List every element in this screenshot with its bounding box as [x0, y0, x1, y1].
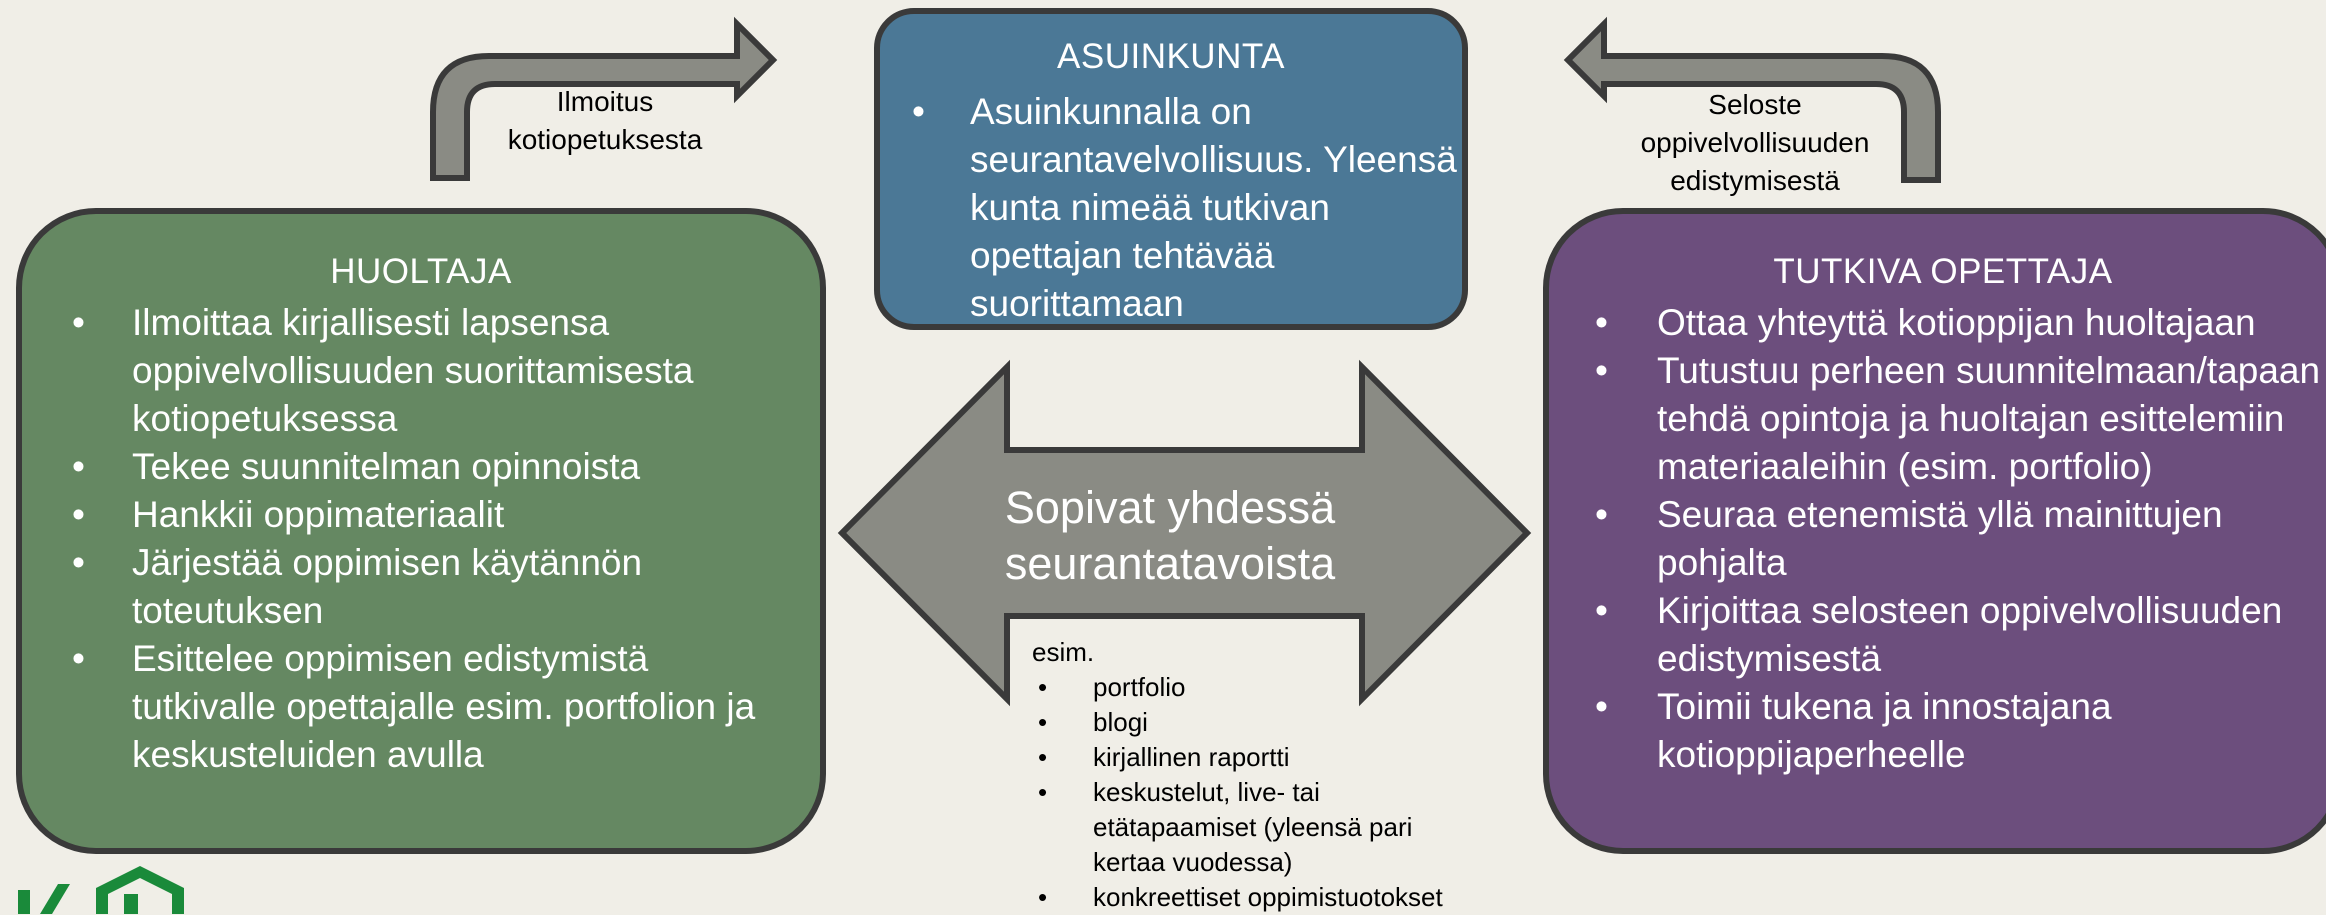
- tutkiva-opettaja-item: Tutustuu perheen suunnitelmaan/tapaan te…: [1549, 347, 2326, 491]
- tutkiva-opettaja-item: Ottaa yhteyttä kotioppijan huoltajaan: [1549, 299, 2326, 347]
- tutkiva-opettaja-item: Seuraa etenemistä yllä mainittujen pohja…: [1549, 491, 2326, 587]
- example-item: keskustelut, live- tai etätapaamiset (yl…: [1032, 775, 1472, 880]
- example-item: portfolio: [1032, 670, 1472, 705]
- examples-list: esim. portfolio blogi kirjallinen raport…: [1032, 635, 1472, 915]
- huoltaja-item: Järjestää oppimisen käytännön toteutukse…: [22, 539, 760, 635]
- example-item: kirjallinen raportti: [1032, 740, 1472, 775]
- example-item: konkreettiset oppimistuotokset: [1032, 880, 1472, 915]
- huoltaja-title: HUOLTAJA: [330, 252, 512, 291]
- asuinkunta-item: Asuinkunnalla on seurantavelvollisuus. Y…: [880, 88, 1462, 328]
- huoltaja-item: Hankkii oppimateriaalit: [22, 491, 760, 539]
- huoltaja-list: Ilmoittaa kirjallisesti lapsensa oppivel…: [22, 299, 820, 779]
- center-arrow-text: Sopivat yhdessä seurantatavoista: [1004, 482, 1336, 589]
- ilmoitus-label: Ilmoitus kotiopetuksesta: [507, 86, 703, 155]
- house-logo-icon: [18, 866, 184, 914]
- bent-arrow-right: [1563, 16, 1941, 183]
- tutkiva-opettaja-box: TUTKIVA OPETTAJA Ottaa yhteyttä kotioppi…: [1543, 208, 2326, 854]
- tutkiva-opettaja-item: Toimii tukena ja innostajana kotioppijap…: [1549, 683, 2326, 779]
- tutkiva-opettaja-title: TUTKIVA OPETTAJA: [1773, 252, 2113, 291]
- asuinkunta-title: ASUINKUNTA: [1057, 37, 1285, 76]
- seloste-label: Seloste oppivelvollisuuden edistymisestä: [1640, 89, 1870, 196]
- asuinkunta-list: Asuinkunnalla on seurantavelvollisuus. Y…: [880, 88, 1462, 328]
- huoltaja-item: Esittelee oppimisen edistymistä tutkival…: [22, 635, 760, 779]
- huoltaja-box: HUOLTAJA Ilmoittaa kirjallisesti lapsens…: [16, 208, 826, 854]
- huoltaja-item: Tekee suunnitelman opinnoista: [22, 443, 760, 491]
- tutkiva-opettaja-list: Ottaa yhteyttä kotioppijan huoltajaan Tu…: [1549, 299, 2326, 779]
- examples-intro: esim.: [1032, 637, 1095, 667]
- double-arrow-center: [837, 359, 1532, 707]
- bent-arrow-left: [430, 16, 778, 181]
- examples-items: portfolio blogi kirjallinen raportti kes…: [1032, 670, 1472, 915]
- asuinkunta-box: ASUINKUNTA Asuinkunnalla on seurantavelv…: [874, 8, 1468, 330]
- tutkiva-opettaja-item: Kirjoittaa selosteen oppivelvollisuuden …: [1549, 587, 2326, 683]
- huoltaja-item: Ilmoittaa kirjallisesti lapsensa oppivel…: [22, 299, 760, 443]
- example-item: blogi: [1032, 705, 1472, 740]
